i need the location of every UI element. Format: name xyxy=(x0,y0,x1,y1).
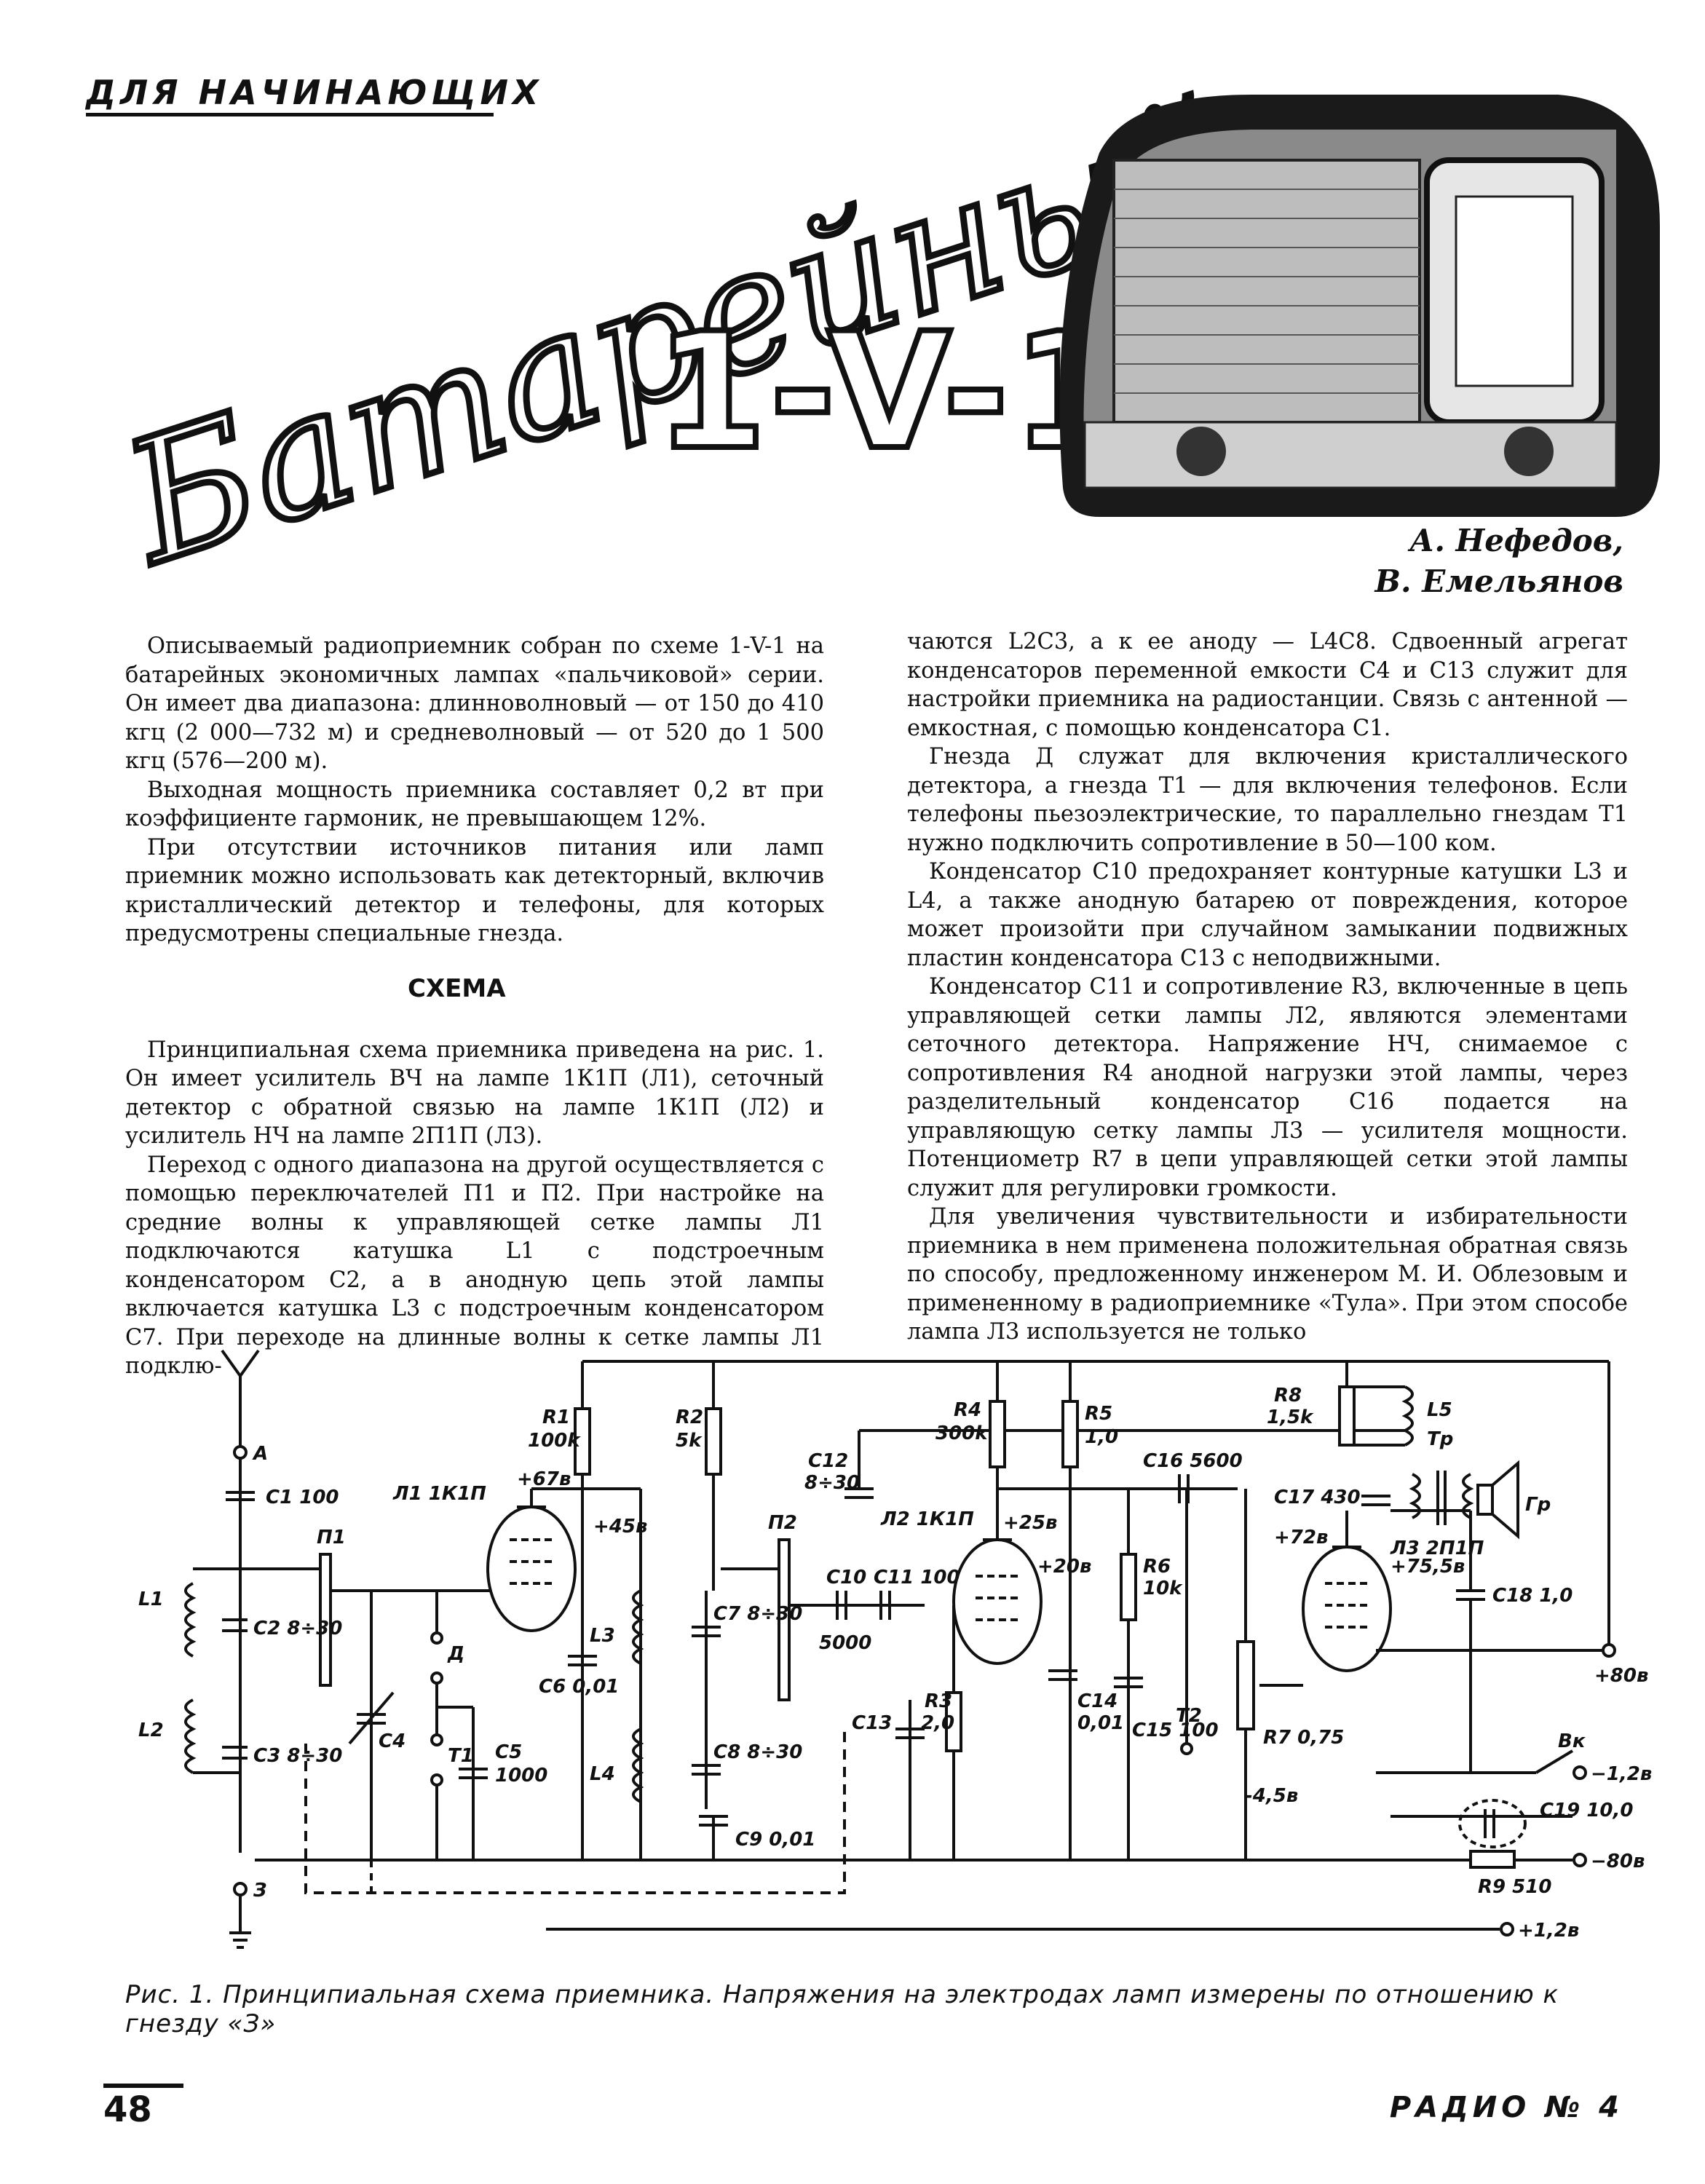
label-r4: R4 xyxy=(954,1399,981,1421)
label-c2: C2 8÷30 xyxy=(253,1618,342,1639)
label-l5: L5 xyxy=(1427,1399,1452,1421)
label-p2: П2 xyxy=(768,1512,797,1534)
label-c8: C8 8÷30 xyxy=(713,1741,802,1763)
label-c5v: 1000 xyxy=(495,1765,547,1787)
paragraph: Конденсатор C11 и сопротивление R3, вклю… xyxy=(907,974,1628,1201)
paragraph: Конденсатор C10 предохраняет контурные к… xyxy=(907,859,1628,971)
label-r1v: 100k xyxy=(528,1430,581,1452)
label-l4: L4 xyxy=(590,1763,615,1785)
label-r7: R7 0,75 xyxy=(1263,1727,1344,1749)
authors: А. Нефедов, В. Емельянов xyxy=(1375,521,1624,602)
label-l2: L2 xyxy=(138,1720,164,1741)
label-c4: C4 xyxy=(379,1730,406,1752)
label-v45n: -4,5в xyxy=(1245,1785,1298,1807)
journal-name: РАДИО № 4 xyxy=(1389,2091,1623,2124)
label-minus12: −1,2в xyxy=(1591,1763,1652,1785)
label-v20: +20в xyxy=(1037,1556,1091,1578)
paragraph: чаются L2C3, а к ее аноду — L4C8. Сдвоен… xyxy=(907,629,1628,741)
label-tube3: Л3 2П1П xyxy=(1390,1538,1484,1559)
title-script: Батарейный xyxy=(100,58,1263,606)
label-c17: C17 430 xyxy=(1274,1487,1361,1508)
label-minus80: −80в xyxy=(1591,1851,1645,1872)
label-plus80: +80в xyxy=(1594,1665,1648,1687)
label-v72: +72в xyxy=(1274,1527,1328,1548)
label-l1: L1 xyxy=(138,1588,164,1610)
label-c16: C16 5600 xyxy=(1143,1450,1243,1472)
label-r4v: 300k xyxy=(935,1423,989,1444)
paragraph: При отсутствии источников питания или ла… xyxy=(125,834,824,947)
section-label: ДЛЯ НАЧИНАЮЩИХ xyxy=(86,73,543,112)
label-c7: C7 8÷30 xyxy=(713,1603,802,1625)
paragraph: Принципиальная схема приемника приведена… xyxy=(125,1037,824,1150)
label-c12: C12 xyxy=(808,1450,848,1472)
right-column: чаются L2C3, а к ее аноду — L4C8. Сдвоен… xyxy=(907,628,1628,1347)
label-r5v: 1,0 xyxy=(1085,1426,1118,1448)
label-r3v: 2,0 xyxy=(921,1712,954,1734)
left-knob-icon xyxy=(1176,427,1226,476)
radio-illustration xyxy=(1059,95,1660,517)
circuit-schematic: А З C1 100 L1 L2 C2 8÷30 C3 8÷30 П1 C4 Д… xyxy=(138,1349,1652,1949)
label-r8v: 1,5k xyxy=(1267,1406,1314,1428)
label-c10: C10 xyxy=(826,1567,866,1588)
title-model: 1-V-1 xyxy=(652,296,1127,488)
label-v755: +75,5в xyxy=(1390,1556,1465,1578)
label-c19: C19 10,0 xyxy=(1540,1800,1633,1821)
label-t2: T2 xyxy=(1176,1705,1202,1727)
paragraph: Гнезда Д служат для включения кристаллич… xyxy=(907,744,1628,856)
label-r6: R6 xyxy=(1143,1556,1171,1578)
label-r9: R9 510 xyxy=(1478,1876,1551,1898)
label-c14v: 0,01 xyxy=(1077,1712,1124,1734)
paragraph: Для увеличения чувствительности и избира… xyxy=(907,1204,1628,1345)
label-tube1: Л1 1К1П xyxy=(392,1483,486,1505)
label-gr: Гр xyxy=(1525,1494,1551,1516)
label-l3: L3 xyxy=(590,1625,615,1647)
label-ground: З xyxy=(253,1880,266,1902)
label-c10v: 5000 xyxy=(819,1632,871,1654)
label-r5: R5 xyxy=(1085,1403,1112,1425)
paragraph: Описываемый радиоприемник собран по схем… xyxy=(125,633,824,774)
label-r2: R2 xyxy=(676,1406,703,1428)
label-v25: +25в xyxy=(1003,1512,1057,1534)
label-c12v: 8÷30 xyxy=(804,1472,860,1494)
label-r3: R3 xyxy=(925,1690,952,1712)
label-c14: C14 xyxy=(1077,1690,1117,1712)
author-1: А. Нефедов, xyxy=(1409,523,1623,558)
paragraph: Выходная мощность приемника составляет 0… xyxy=(125,777,824,832)
label-tr: Тр xyxy=(1427,1428,1453,1450)
label-r1: R1 xyxy=(542,1406,570,1428)
label-c13: C13 xyxy=(852,1712,892,1734)
label-r8: R8 xyxy=(1274,1385,1302,1406)
left-column: Описываемый радиоприемник собран по схем… xyxy=(125,632,824,1381)
right-knob-icon xyxy=(1504,427,1554,476)
label-vk: Вк xyxy=(1558,1730,1586,1752)
label-c1: C1 100 xyxy=(266,1487,339,1508)
label-antenna: А xyxy=(252,1443,268,1465)
section-rule xyxy=(86,113,494,116)
label-tube2: Л2 1К1П xyxy=(880,1508,974,1530)
paragraph: Переход с одного диапазона на другой осу… xyxy=(125,1152,824,1380)
label-c6: C6 0,01 xyxy=(539,1676,619,1698)
figure-caption: Рис. 1. Принципиальная схема приемника. … xyxy=(125,1980,1559,2038)
label-c3: C3 8÷30 xyxy=(253,1745,342,1767)
page-number-rule xyxy=(103,2084,183,2088)
label-r6v: 10k xyxy=(1143,1578,1183,1599)
section-heading: СХЕМА xyxy=(408,974,506,1003)
label-p1: П1 xyxy=(317,1527,346,1548)
label-v67: +67в xyxy=(517,1468,571,1490)
label-c5: C5 xyxy=(495,1741,522,1763)
label-c18: C18 1,0 xyxy=(1492,1585,1573,1607)
label-c11: C11 100 xyxy=(874,1567,960,1588)
label-plus12: +1,2в xyxy=(1518,1920,1579,1942)
label-c15: C15 100 xyxy=(1132,1720,1219,1741)
author-2: В. Емельянов xyxy=(1374,563,1624,599)
label-v45: +45в xyxy=(593,1516,647,1538)
label-t1: T1 xyxy=(448,1745,474,1767)
label-r2v: 5k xyxy=(676,1430,703,1452)
label-c9: C9 0,01 xyxy=(735,1829,815,1851)
label-d: Д xyxy=(447,1643,464,1665)
page-number: 48 xyxy=(103,2089,152,2130)
